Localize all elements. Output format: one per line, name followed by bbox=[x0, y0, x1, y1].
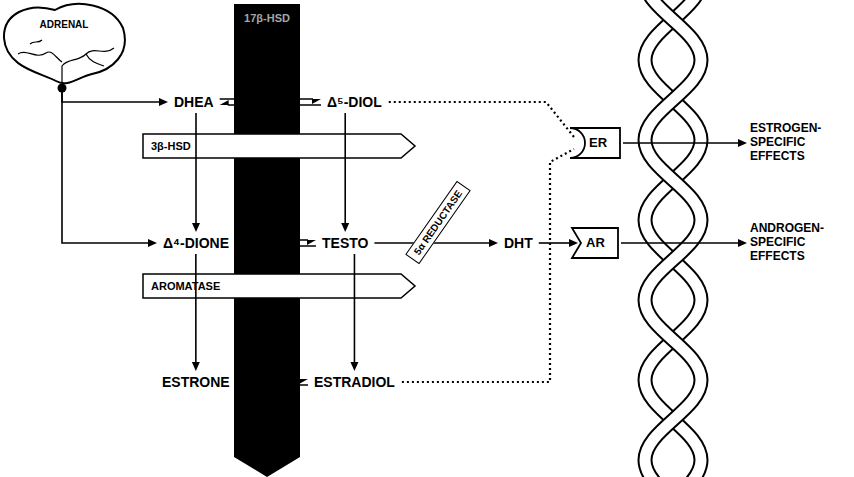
reaction-arrow bbox=[62, 88, 168, 106]
node-outline bbox=[0, 0, 128, 88]
binding-line bbox=[389, 102, 574, 137]
steroid-node: ESTRONE bbox=[159, 373, 233, 391]
reaction-line bbox=[195, 113, 197, 223]
reaction-arrow bbox=[350, 254, 358, 371]
binding-line bbox=[402, 149, 574, 382]
reaction-arrow bbox=[539, 239, 578, 247]
reaction-arrow bbox=[220, 99, 321, 105]
arrow-head bbox=[192, 362, 200, 371]
reaction-line bbox=[621, 242, 738, 244]
enzyme-band: 3β-HSD bbox=[143, 134, 415, 158]
reaction-line bbox=[228, 104, 321, 106]
arrow-head bbox=[350, 362, 358, 371]
arrow-head bbox=[569, 239, 578, 247]
organ-label: ADRENAL bbox=[0, 19, 128, 30]
reaction-line bbox=[623, 142, 738, 144]
reaction-line bbox=[244, 384, 308, 386]
reaction-line bbox=[62, 88, 148, 243]
receptor-outline bbox=[570, 128, 620, 158]
reaction-line bbox=[236, 378, 300, 380]
steroid-node: TESTO bbox=[319, 234, 371, 252]
dna-strand bbox=[645, 0, 701, 477]
arrow-head bbox=[738, 239, 747, 247]
arrow-head bbox=[312, 99, 321, 104]
steroid-name: TESTO bbox=[322, 235, 368, 251]
reaction-line bbox=[220, 98, 313, 100]
reaction-line bbox=[539, 242, 569, 244]
adrenal-vessel bbox=[62, 48, 114, 84]
reaction-arrow bbox=[621, 239, 747, 247]
band-ground bbox=[143, 274, 415, 298]
adrenal-gland: ADRENAL bbox=[0, 0, 128, 88]
arrow-head bbox=[148, 239, 157, 247]
adrenal-vessel bbox=[86, 54, 104, 66]
arrow-head bbox=[159, 98, 168, 106]
steroid-node: DHEA bbox=[171, 93, 217, 111]
reaction-arrow bbox=[62, 88, 157, 247]
reaction-arrow bbox=[374, 239, 498, 247]
adrenal-vessel bbox=[18, 52, 62, 62]
dna-strand bbox=[645, 0, 701, 477]
arrow-head bbox=[235, 241, 244, 246]
steroid-name: ESTRONE bbox=[162, 374, 230, 390]
receptor-outline bbox=[572, 228, 618, 258]
reaction-line bbox=[344, 113, 346, 223]
dna-strand bbox=[645, 0, 701, 477]
band-outline bbox=[143, 274, 415, 298]
arrow-head bbox=[299, 379, 308, 384]
reaction-line bbox=[195, 254, 197, 362]
dna-strand bbox=[645, 0, 701, 477]
enzyme-label: 17β-HSD bbox=[234, 12, 300, 24]
steroid-name: DHEA bbox=[174, 94, 214, 110]
binding-line bbox=[389, 102, 574, 137]
steroid-name: Δ⁴-DIONE bbox=[163, 235, 229, 251]
steroid-name: ESTRADIOL bbox=[314, 374, 395, 390]
androgen-receptor: AR bbox=[572, 228, 618, 258]
enzyme-label: 3β-HSD bbox=[143, 134, 191, 158]
arrow-head bbox=[307, 240, 316, 245]
steroid-node: ESTRADIOL bbox=[311, 373, 398, 391]
reaction-line bbox=[354, 254, 356, 362]
steroid-name: DHT bbox=[504, 235, 533, 251]
effect-node: ESTROGEN-SPECIFIC EFFECTS bbox=[750, 122, 838, 163]
arrow-head bbox=[738, 139, 747, 147]
reaction-arrow bbox=[236, 379, 308, 385]
enzyme-band: AROMATASE bbox=[143, 274, 415, 298]
estrogen-receptor: ER bbox=[570, 128, 620, 158]
reaction-line bbox=[243, 245, 316, 247]
steroid-node: Δ⁵-DIOL bbox=[324, 93, 385, 111]
reaction-arrow bbox=[235, 240, 316, 246]
reaction-arrow bbox=[192, 113, 200, 232]
effect-node: ANDROGEN-SPECIFIC EFFECTS bbox=[750, 222, 838, 263]
adrenal-vessel bbox=[30, 40, 42, 44]
reaction-arrow bbox=[192, 254, 200, 371]
band-outline bbox=[143, 134, 415, 158]
receptor-label: ER bbox=[570, 128, 607, 158]
steroid-name: Δ⁵-DIOL bbox=[327, 94, 382, 110]
band-ground bbox=[143, 134, 415, 158]
binding-line bbox=[402, 149, 574, 382]
enzyme-label: AROMATASE bbox=[143, 274, 220, 298]
effect-label: ANDROGEN-SPECIFIC EFFECTS bbox=[750, 222, 838, 263]
reaction-arrow bbox=[623, 139, 747, 147]
arrow-head bbox=[236, 380, 245, 385]
arrow-head bbox=[220, 100, 229, 105]
receptor-label: AR bbox=[572, 228, 605, 258]
steroid-node: Δ⁴-DIONE bbox=[160, 234, 232, 252]
reaction-arrow bbox=[341, 113, 349, 232]
effect-label: ESTROGEN-SPECIFIC EFFECTS bbox=[750, 122, 838, 163]
reaction-line bbox=[62, 88, 159, 102]
enzyme-box: 5α REDUCTASE bbox=[405, 181, 471, 264]
steroid-node: DHT bbox=[501, 234, 536, 252]
arrow-head bbox=[341, 223, 349, 232]
arrow-head bbox=[192, 223, 200, 232]
adrenal-outline bbox=[4, 4, 125, 83]
arrow-head bbox=[489, 239, 498, 247]
enzyme-label: 5α REDUCTASE bbox=[412, 188, 465, 257]
reaction-line bbox=[235, 239, 308, 241]
